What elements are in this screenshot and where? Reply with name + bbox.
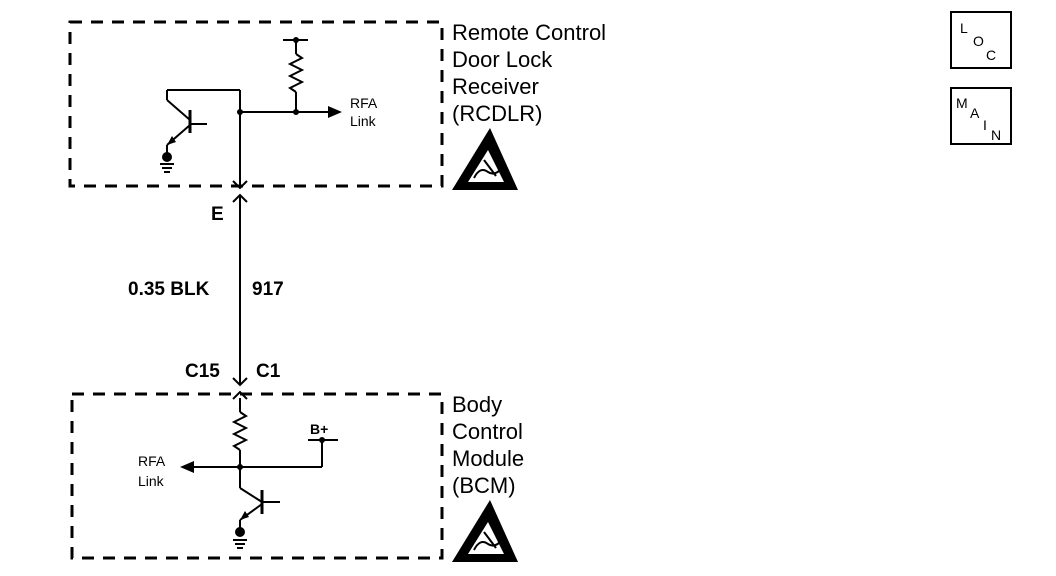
resistor-icon — [231, 398, 249, 488]
arrow-icon — [328, 106, 342, 118]
rcdlr-rfa-label-line-1: RFA — [350, 95, 378, 111]
main-button[interactable]: M A I N — [950, 87, 1012, 145]
transistor-icon — [239, 487, 280, 521]
loc-button-letter-l: L — [960, 20, 968, 36]
rcdlr-title-line-2: Door Lock — [452, 47, 553, 72]
connector-c15-label: C15 — [185, 361, 220, 382]
connector-e-label: E — [211, 204, 224, 225]
main-button-letter-i: I — [983, 117, 987, 133]
rcdlr-title-line-4: (RCDLR) — [452, 101, 542, 126]
bcm-title-line-2: Control — [452, 419, 523, 444]
connector-c1-label: C1 — [256, 361, 281, 382]
bcm-rfa-label-line-2: Link — [138, 473, 165, 489]
rcdlr-title-line-3: Receiver — [452, 74, 539, 99]
loc-button[interactable]: L O C — [950, 11, 1012, 69]
rcdlr-module-box — [68, 20, 444, 188]
rcdlr-title-line-1: Remote Control — [452, 20, 606, 45]
loc-button-letter-c: C — [986, 47, 996, 63]
esd-warning-icon — [452, 128, 518, 190]
bcm-supply-label: B+ — [310, 421, 328, 437]
ground-icon — [160, 145, 174, 173]
bcm-rfa-label-line-1: RFA — [138, 453, 166, 469]
wire-circuit-number: 917 — [252, 279, 284, 300]
bcm-title-line-1: Body — [452, 392, 502, 417]
resistor-icon — [283, 37, 308, 112]
main-button-letter-m: M — [956, 95, 968, 111]
wire-gauge-color: 0.35 BLK — [128, 279, 210, 300]
esd-warning-icon — [452, 500, 518, 562]
bcm-title-line-4: (BCM) — [452, 473, 516, 498]
bcm-title-line-3: Module — [452, 446, 524, 471]
transistor-icon — [166, 89, 240, 146]
main-button-letter-a: A — [970, 105, 980, 121]
main-button-letter-n: N — [991, 127, 1001, 143]
arrow-icon — [180, 461, 194, 473]
connector-c15-c1 — [232, 377, 248, 400]
rcdlr-rfa-label-line-2: Link — [350, 113, 377, 129]
ground-icon — [233, 520, 247, 549]
bcm-module-box — [70, 392, 444, 560]
loc-button-letter-o: O — [973, 33, 984, 49]
